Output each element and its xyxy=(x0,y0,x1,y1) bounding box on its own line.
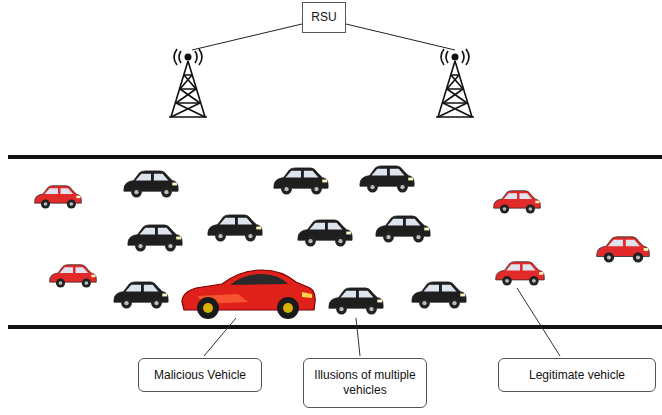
legitimate-car xyxy=(35,186,650,288)
node-label: Illusions of multiple vehicles xyxy=(313,368,417,398)
malicious-car xyxy=(182,270,315,319)
node-label: RSU xyxy=(311,10,336,25)
node-label: Legitimate vehicle xyxy=(529,368,625,383)
antenna-tower xyxy=(169,49,207,117)
callout-box: Illusions of multiple vehicles xyxy=(303,358,427,408)
leader-line xyxy=(204,288,560,356)
rsu-box: RSU xyxy=(302,2,346,33)
callout-box: Legitimate vehicle xyxy=(498,358,656,392)
antenna-tower xyxy=(436,49,474,117)
node-label: Malicious Vehicle xyxy=(154,368,246,383)
road xyxy=(8,155,662,329)
callout-box: Malicious Vehicle xyxy=(138,358,262,392)
